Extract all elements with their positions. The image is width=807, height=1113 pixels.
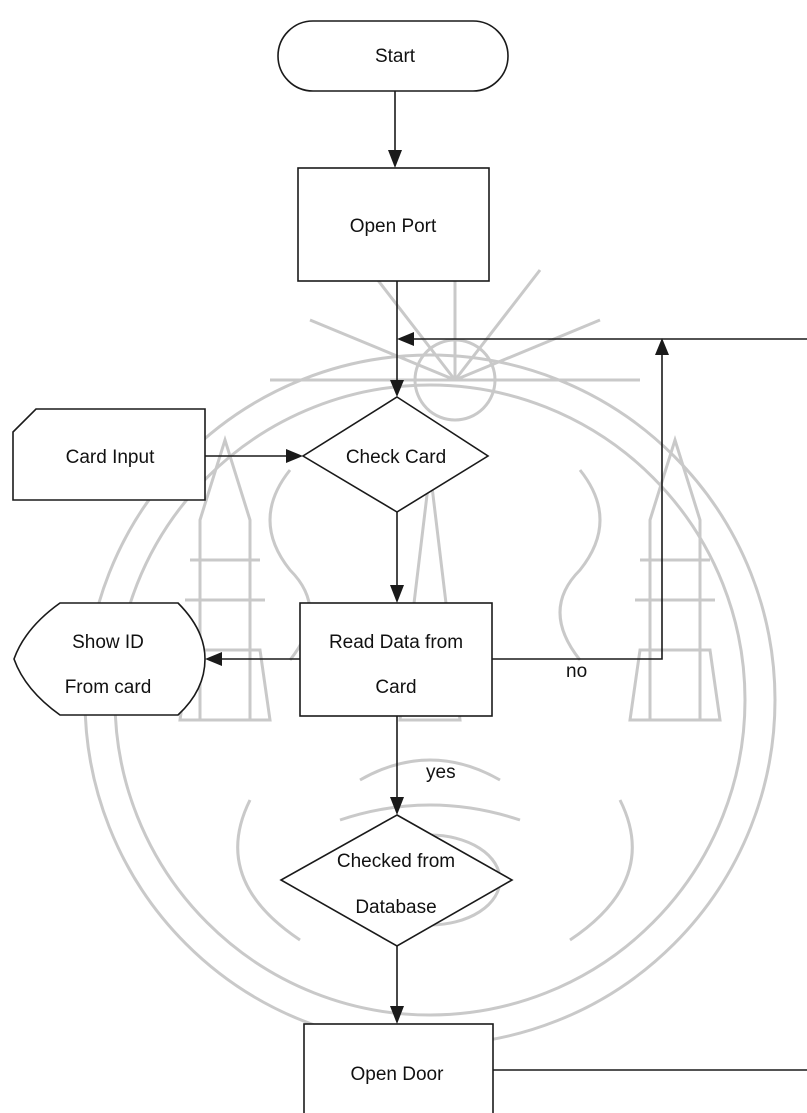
read-data-label-line2: Card bbox=[375, 677, 416, 698]
arrowhead-open-port bbox=[388, 150, 402, 168]
read-data-box bbox=[299, 602, 493, 717]
arrowhead-check-card-left bbox=[286, 449, 303, 463]
edge-no-label: no bbox=[566, 661, 587, 682]
arrowhead-show-id bbox=[205, 652, 222, 666]
start-label: Start bbox=[375, 46, 416, 67]
open-door-label: Open Door bbox=[351, 1064, 445, 1085]
show-id-display bbox=[13, 602, 206, 716]
edge-yes-label: yes bbox=[426, 762, 456, 783]
open-port-box bbox=[297, 167, 490, 282]
arrowhead-loop-back bbox=[397, 332, 414, 346]
arrowhead-check-card bbox=[390, 380, 404, 397]
read-data-label-line1: Read Data from bbox=[329, 632, 463, 653]
open-port-label: Open Port bbox=[350, 216, 437, 237]
checked-db-label-line2: Database bbox=[355, 897, 436, 918]
show-id-label-line2: From card bbox=[65, 677, 152, 698]
edge-no-loop bbox=[492, 355, 663, 660]
show-id-label-line1: Show ID bbox=[72, 632, 144, 653]
check-card-label: Check Card bbox=[346, 447, 446, 468]
arrowhead-checked-db bbox=[390, 797, 404, 815]
start-terminator bbox=[277, 20, 509, 92]
checked-db-decision bbox=[279, 814, 514, 947]
card-input-shape bbox=[12, 408, 206, 501]
arrowhead-read-data bbox=[390, 585, 404, 603]
arrowhead-no-loop bbox=[655, 338, 669, 355]
card-input-label: Card Input bbox=[66, 447, 155, 468]
arrowhead-open-door bbox=[390, 1006, 404, 1024]
checked-db-label-line1: Checked from bbox=[337, 851, 455, 872]
open-door-box bbox=[303, 1023, 494, 1113]
